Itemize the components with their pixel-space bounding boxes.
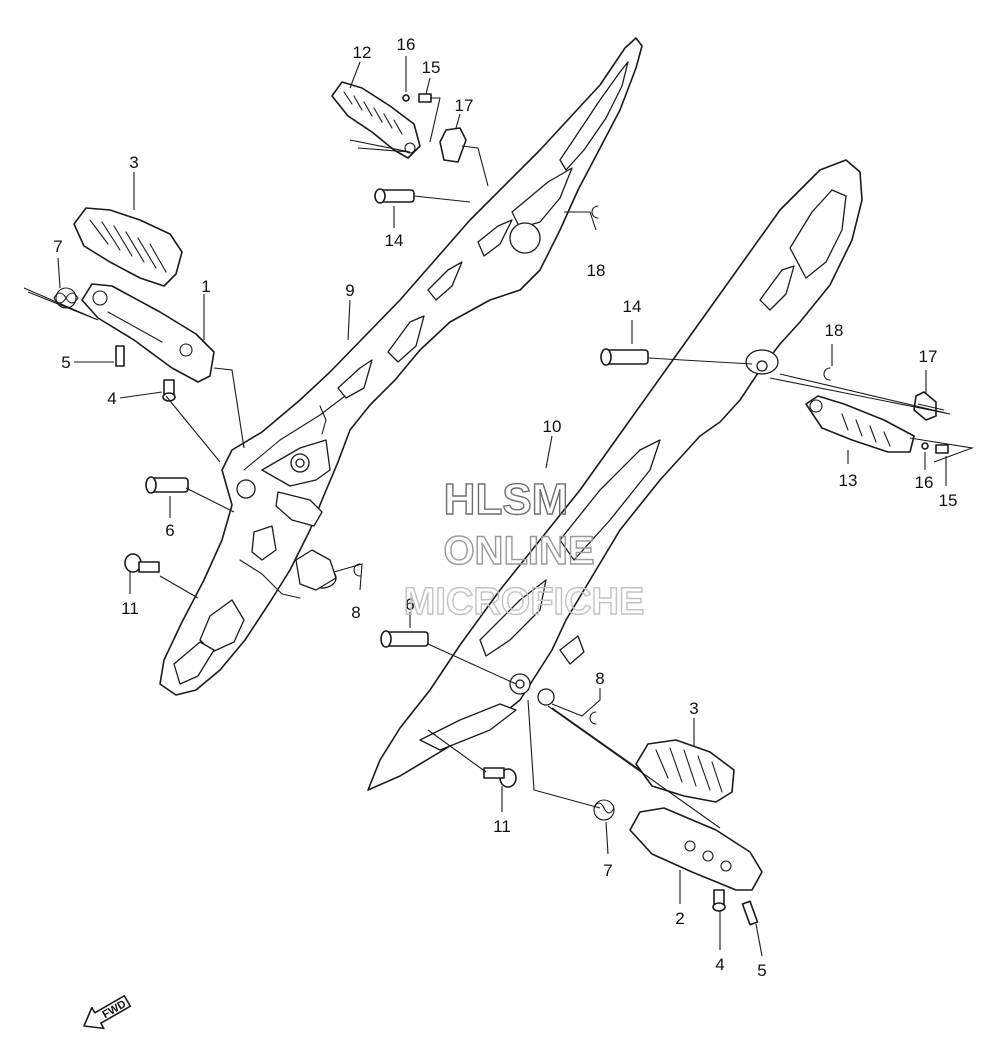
footrest-right — [629, 807, 763, 891]
pivot-pin-lower-left — [145, 476, 189, 494]
callout-3: 3 — [129, 153, 138, 172]
callout-17: 17 — [455, 96, 474, 115]
fwd-label: FWD — [101, 998, 129, 1021]
callout-15: 15 — [422, 58, 441, 77]
pivot-pin-lower-right — [380, 630, 429, 648]
callout-15-right: 15 — [939, 491, 958, 510]
left-footrest-bracket — [159, 37, 643, 696]
spring-left — [53, 287, 79, 309]
callout-14: 14 — [385, 231, 404, 250]
pivot-pin-right — [600, 348, 649, 366]
callout-17-right: 17 — [919, 347, 938, 366]
callout-7: 7 — [53, 237, 62, 256]
callout-8-right: 8 — [595, 669, 604, 688]
callout-3-right: 3 — [689, 699, 698, 718]
watermark: HLSM ONLINE MICROFICHE — [403, 474, 645, 623]
callout-14-right: 14 — [623, 297, 642, 316]
fwd-arrow-icon: FWD — [83, 995, 132, 1030]
callout-18-right: 18 — [825, 321, 844, 340]
watermark-line-3: MICROFICHE — [404, 581, 645, 623]
watermark-line-1: HLSM — [444, 475, 569, 524]
passenger-footrest-left — [331, 81, 421, 159]
callout-5-right: 5 — [757, 961, 766, 980]
bolt-lower-left — [124, 553, 160, 573]
detent-spring-left — [418, 93, 432, 103]
callout-11-right: 11 — [493, 817, 511, 836]
callout-6-right: 6 — [405, 595, 414, 614]
callout-11: 11 — [121, 599, 139, 618]
callout-7-right: 7 — [603, 861, 612, 880]
callout-1: 1 — [201, 277, 210, 296]
callout-10: 10 — [543, 417, 562, 436]
bolt-left — [162, 379, 176, 402]
callout-16: 16 — [397, 35, 416, 54]
callout-9: 9 — [345, 281, 354, 300]
callout-6: 6 — [165, 521, 174, 540]
leader-lines — [23, 56, 975, 957]
bolt-lower-right — [483, 767, 517, 788]
clip-right-upper — [823, 367, 831, 381]
footrest-left — [81, 283, 215, 383]
detent-spring-right — [935, 444, 949, 454]
clip-lower-right — [589, 711, 597, 725]
pivot-pin-left — [374, 188, 415, 204]
pin-right — [741, 900, 759, 926]
watermark-line-2: ONLINE — [443, 529, 594, 573]
callout-4: 4 — [107, 389, 116, 408]
callout-4-right: 4 — [715, 955, 724, 974]
callout-13: 13 — [839, 471, 858, 490]
bolt-right — [712, 889, 726, 912]
pin-left — [115, 345, 125, 367]
callout-2: 2 — [675, 909, 684, 928]
callout-8: 8 — [351, 603, 360, 622]
ball-right — [921, 442, 929, 450]
ball-left — [402, 94, 410, 102]
callout-18: 18 — [587, 261, 606, 280]
right-footrest-bracket — [367, 159, 863, 791]
clip-lower-left — [353, 563, 361, 577]
callout-5: 5 — [61, 353, 70, 372]
clip-left-upper — [591, 205, 599, 219]
footrest-rubber-left — [73, 207, 183, 287]
spring-right — [593, 799, 615, 821]
callout-12: 12 — [353, 43, 372, 62]
callout-labels: 12 16 15 17 3 7 1 5 4 9 14 18 6 11 8 14 … — [53, 35, 957, 980]
passenger-footrest-right — [805, 395, 915, 453]
callout-16-right: 16 — [915, 473, 934, 492]
plate-left — [439, 127, 467, 163]
footrest-rubber-right — [635, 739, 735, 803]
